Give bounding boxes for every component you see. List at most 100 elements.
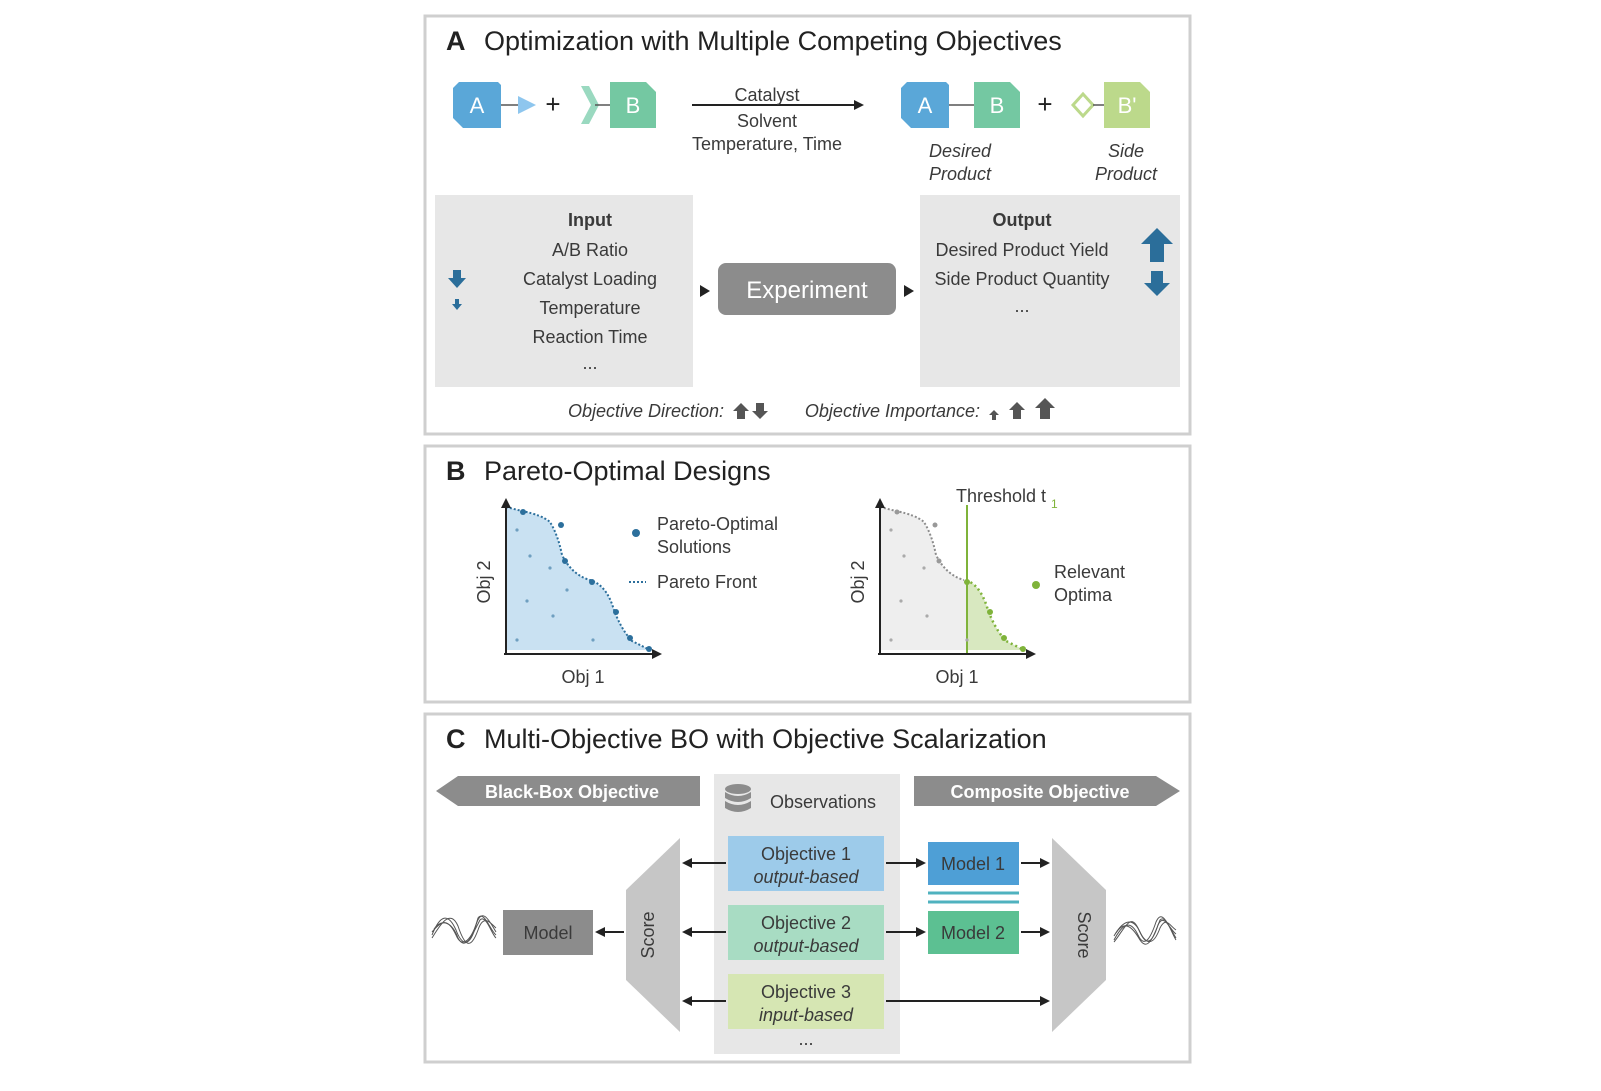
importance-small-icon [989, 410, 999, 420]
model-1-label: Model 1 [941, 854, 1005, 874]
model-1-box [928, 842, 1019, 885]
side-product-line2: Product [1095, 164, 1158, 184]
plot2-front-green [965, 578, 1025, 652]
pareto-point [558, 522, 564, 528]
plot2-ylabel: Obj 2 [848, 560, 868, 603]
output-down-arrow-icon [1144, 271, 1170, 296]
plot2-grey-point [922, 566, 926, 570]
legend-solutions-line2: Solutions [657, 537, 731, 557]
objective-2-box [728, 905, 884, 960]
from-experiment-arrow [904, 285, 914, 297]
objective-2-name: Objective 2 [761, 913, 851, 933]
database-icon [725, 784, 751, 812]
importance-large-icon [1035, 398, 1055, 419]
condition-catalyst: Catalyst [734, 85, 799, 105]
legend-solutions-line1: Pareto-Optimal [657, 514, 778, 534]
model-2-label: Model 2 [941, 923, 1005, 943]
condition-temp-time: Temperature, Time [692, 134, 842, 154]
product-a-label: A [918, 93, 933, 118]
input-item-temperature: Temperature [539, 298, 640, 318]
left-score-label: Score [638, 911, 658, 958]
product-a-block [901, 82, 949, 128]
right-score-shape [1052, 838, 1106, 1032]
pareto-point [627, 635, 633, 641]
panel-c-letter: C [446, 724, 466, 754]
output-item-side: Side Product Quantity [934, 269, 1109, 289]
composite-label: Composite Objective [950, 782, 1129, 802]
observations-label: Observations [770, 792, 876, 812]
objective-3-type: input-based [759, 1005, 854, 1025]
plot2-grey-point [932, 522, 938, 528]
legend-solutions-marker [632, 529, 640, 537]
reactant-a-block [453, 82, 501, 128]
dominated-point [548, 566, 552, 570]
plot2-front-grey [879, 506, 965, 581]
desired-product-line2: Product [929, 164, 992, 184]
reactant-b-label: B [626, 93, 641, 118]
plot1-xlabel: Obj 1 [561, 667, 604, 687]
legend-relevant-marker [1032, 581, 1040, 589]
experiment-box [718, 263, 896, 315]
legend-relevant-line1: Relevant [1054, 562, 1125, 582]
objective-3-name: Objective 3 [761, 982, 851, 1002]
input-box [435, 195, 693, 387]
reactant-b-block [610, 82, 656, 128]
panel-b-title: Pareto-Optimal Designs [484, 456, 771, 486]
black-box-label: Black-Box Objective [485, 782, 659, 802]
output-box [920, 195, 1180, 387]
input-down-arrow-small-icon [452, 299, 462, 310]
pareto-point [646, 646, 652, 652]
dominated-point [591, 638, 595, 642]
threshold-label: Threshold t [956, 486, 1046, 506]
plot2-grey-point [936, 558, 942, 564]
dominated-point [515, 638, 519, 642]
importance-medium-icon [1009, 402, 1025, 419]
objectives-more: ... [798, 1029, 813, 1049]
pareto-point [589, 579, 595, 585]
plot2-grey-point [894, 509, 900, 515]
objective-1-box [728, 836, 884, 891]
right-gp-samples-icon [1113, 916, 1177, 945]
side-product-label: B' [1118, 93, 1137, 118]
dominated-point [528, 554, 532, 558]
model-label: Model [523, 923, 572, 943]
relevant-optimum-point [1001, 635, 1007, 641]
pareto-point [613, 609, 619, 615]
plot2-grey-point [965, 638, 969, 642]
panel-b: B Pareto-Optimal Designs Obj 1 Obj 2 Par… [423, 444, 1192, 704]
side-product-diamond [1070, 91, 1096, 119]
to-experiment-arrow [700, 285, 710, 297]
input-heading: Input [568, 210, 612, 230]
output-item-yield: Desired Product Yield [935, 240, 1108, 260]
model-2-box [928, 911, 1019, 954]
legend-front-label: Pareto Front [657, 572, 757, 592]
objective-3-box [728, 974, 884, 1029]
dominated-point [525, 599, 529, 603]
composite-banner [914, 776, 1180, 806]
threshold-subscript: 1 [1051, 497, 1058, 511]
black-box-banner [436, 776, 700, 806]
objective-importance-label: Objective Importance: [805, 401, 980, 421]
right-score-label: Score [1074, 911, 1094, 958]
pareto-point [520, 509, 526, 515]
panel-a-letter: A [446, 26, 466, 56]
dominated-point [565, 588, 569, 592]
panel-b-letter: B [446, 456, 466, 486]
reactant-a-arrowhead [518, 96, 536, 114]
plot2-grey-point [889, 528, 893, 532]
plot2-grey-point [902, 554, 906, 558]
model-box [503, 910, 593, 955]
relevant-optimum-point [987, 609, 993, 615]
direction-up-icon [733, 403, 749, 419]
plot2-xlabel: Obj 1 [935, 667, 978, 687]
side-product-line1: Side [1108, 141, 1144, 161]
product-b-block [974, 82, 1020, 128]
input-item-ratio: A/B Ratio [552, 240, 628, 260]
experiment-label: Experiment [746, 277, 868, 304]
plot1-ylabel: Obj 2 [474, 560, 494, 603]
plot2-grey-point [925, 614, 929, 618]
direction-down-icon [752, 403, 768, 419]
side-product-block [1104, 82, 1150, 128]
left-score-shape [626, 838, 680, 1032]
objective-1-name: Objective 1 [761, 844, 851, 864]
